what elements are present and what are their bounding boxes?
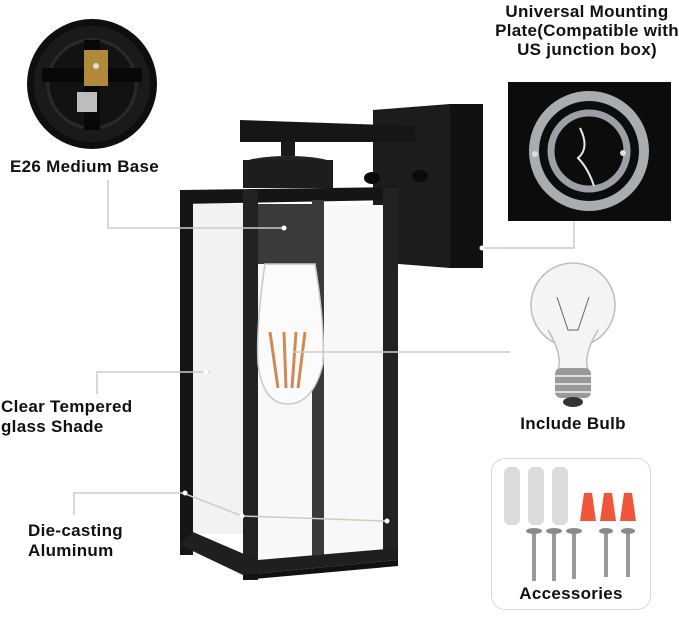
die-casting-label-line2: Aluminum: [28, 541, 114, 560]
e26-socket-icon: [27, 19, 157, 149]
die-casting-label-line1: Die-casting: [28, 521, 123, 540]
glass-shade-label-line2: glass Shade: [1, 417, 104, 436]
leader-dots: [182, 225, 485, 524]
glass-shade-label: Clear Tempered glass Shade: [1, 397, 132, 437]
wall-lantern-icon: [180, 104, 483, 580]
accessories-kit-icon: [504, 467, 636, 581]
glass-shade-label-line1: Clear Tempered: [1, 397, 133, 416]
e26-medium-base-label: E26 Medium Base: [10, 157, 160, 176]
accessories-label: Accessories: [519, 584, 623, 603]
include-bulb-label: Include Bulb: [520, 414, 626, 433]
mounting-plate-icon: [508, 82, 671, 221]
mounting-plate-label-line2: Plate(Compatible with: [495, 21, 679, 40]
accessories-panel: [491, 458, 651, 610]
mounting-plate-label-line1: Universal Mounting: [505, 2, 669, 21]
light-bulb-icon: [530, 262, 616, 407]
mounting-plate-label-line3: US junction box): [517, 40, 657, 59]
mounting-plate-label: Universal Mounting Plate(Compatible with…: [495, 2, 679, 59]
die-casting-label: Die-casting Aluminum: [28, 521, 123, 561]
